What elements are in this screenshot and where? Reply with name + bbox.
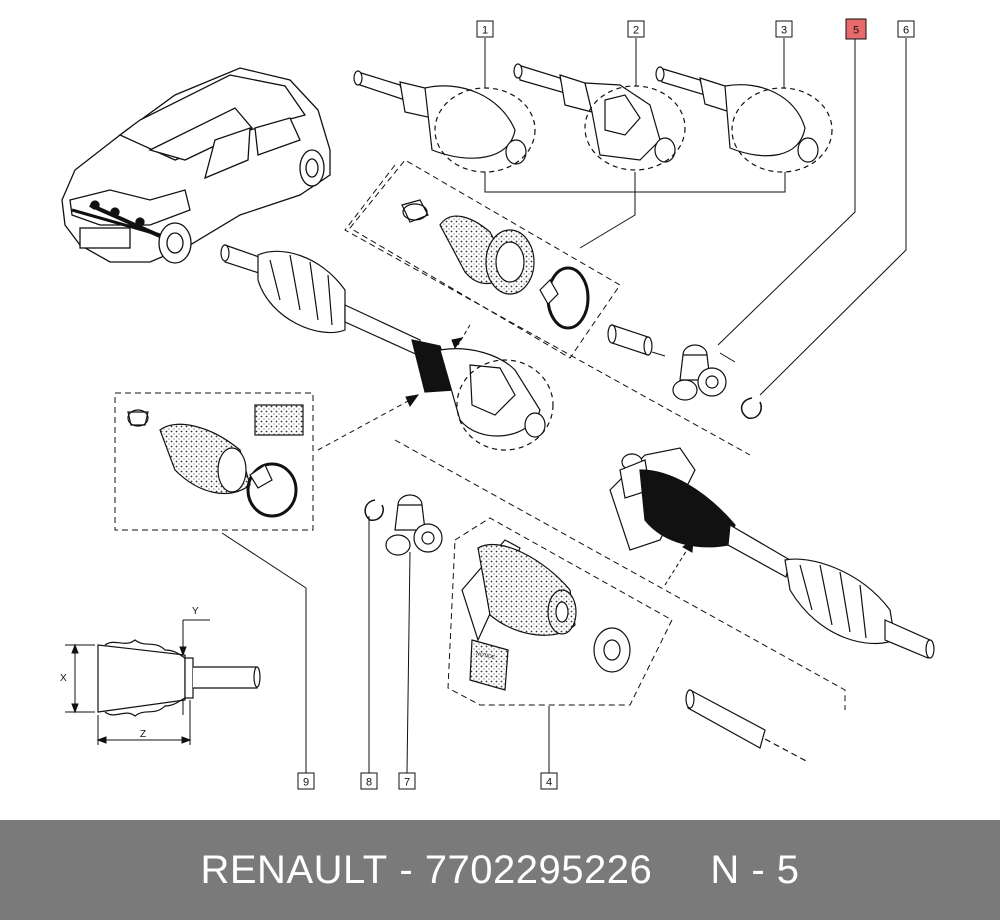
svg-text:4: 4 [546,777,552,789]
circlip-8 [364,499,384,521]
dimension-drawing [97,639,261,717]
kit-9-parts [127,404,304,518]
svg-text:6: 6 [903,25,909,37]
variant-bracket [484,172,786,249]
kit-4-parts [461,539,631,691]
arrow-markers [317,324,471,451]
callout-4: 4 [540,772,558,790]
kit-4-box [394,439,846,710]
arrow-marker-right [664,538,694,586]
dim-x-label: X [60,673,67,684]
footer-gap [652,848,710,893]
leader-lines [221,38,907,774]
dim-z-label: Z [140,729,146,740]
svg-text:1: 1 [482,25,488,37]
callout-3: 3 [775,20,793,38]
svg-text:3: 3 [781,25,787,37]
svg-text:9: 9 [303,777,309,789]
joint-variant-3 [655,66,833,173]
callout-2: 2 [627,20,645,38]
car-illustration [61,67,331,264]
driveshaft-right [609,447,935,659]
footer-part-number: 7702295226 [424,847,653,892]
boot-kit-group [344,159,751,456]
footer-brand: RENAULT [200,847,388,892]
callout-5-highlighted: 5 [845,18,867,40]
dim-y-label: Y [192,606,199,617]
svg-text:7: 7 [404,777,410,789]
kit-9-box [114,392,314,531]
spline-shaft-lower [685,689,809,763]
tripod-joint-5 [672,344,727,401]
part-info-footer: RENAULT - 7702295226 N - 5 [0,820,1000,920]
footer-ref-label: N - 5 [710,847,800,892]
dimension-lines [65,619,210,745]
svg-text:8: 8 [366,777,372,789]
circlip-6 [740,397,762,419]
manual-notice-label: NOTICE [476,651,496,661]
callout-9: 9 [297,772,315,790]
svg-text:5: 5 [853,25,859,37]
callout-7: 7 [398,772,416,790]
spline-shaft-upper [607,324,653,356]
callout-8: 8 [360,772,378,790]
boot-kit-parts [401,199,590,330]
callout-6: 6 [897,20,915,38]
tripod-joint-7 [385,494,443,556]
callout-1: 1 [476,20,494,38]
driveshaft-left [220,244,554,451]
dimension-labels: X Y Z [60,606,199,740]
exploded-driveshaft-diagram: X Y Z NOTICE [60,18,935,790]
joint-variant-1 [353,70,536,173]
joint-variant-2 [513,63,686,171]
footer-separator: - [387,847,425,892]
svg-text:2: 2 [633,25,639,37]
